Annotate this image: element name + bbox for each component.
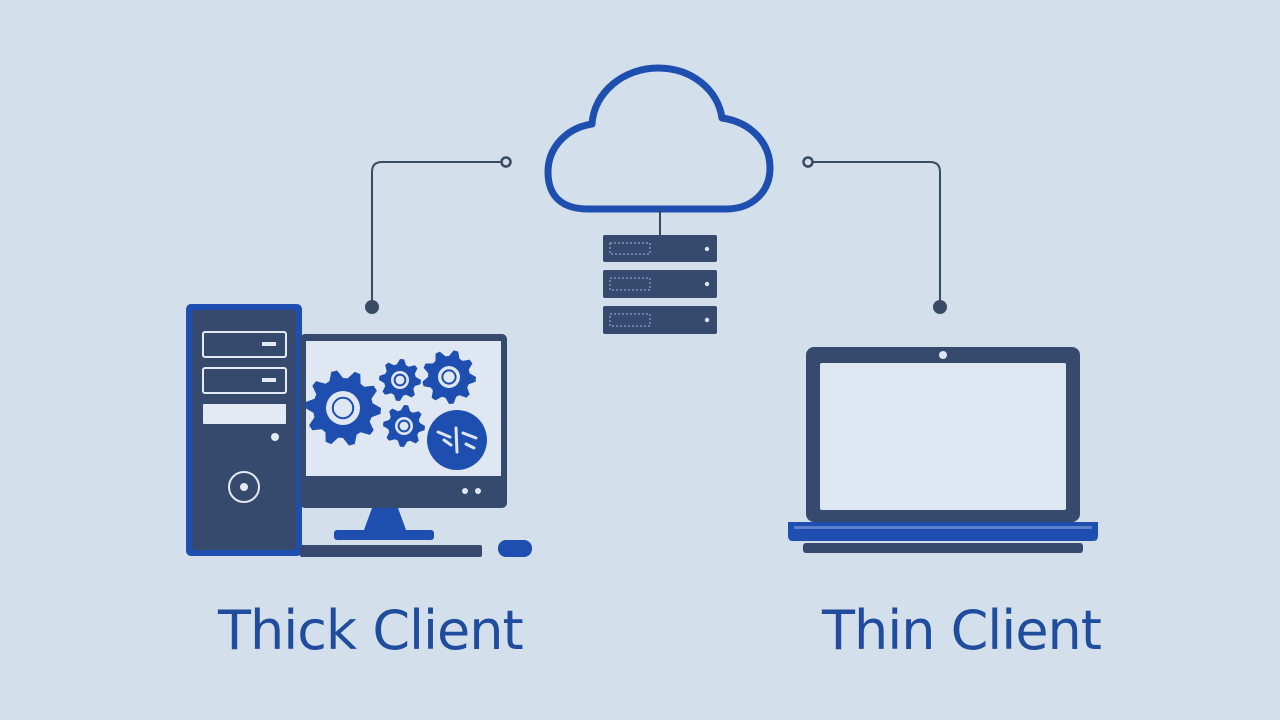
server-unit-1 [603,235,717,262]
gears-icon [305,350,487,470]
sync-badge-icon [427,410,487,470]
connector-right-start-dot [933,300,947,314]
power-button-icon [228,471,260,503]
thin-client-label: Thin Client [822,599,1102,662]
desktop-tower-icon [186,304,302,556]
cloud-icon [544,64,774,236]
laptop-camera [939,351,947,359]
connector-right-end-dot [802,156,814,168]
server-rack-icon [603,235,717,334]
mouse-icon [498,540,532,557]
gear-small-top [379,359,421,401]
gear-medium-right [422,350,476,404]
gear-large [305,370,381,446]
connector-left [371,161,506,306]
laptop-icon [788,347,1098,553]
connector-left-end-dot [500,156,512,168]
thick-client-label: Thick Client [218,599,524,662]
connector-left-start-dot [365,300,379,314]
server-unit-2 [603,270,717,298]
server-unit-3 [603,306,717,334]
connector-right [808,161,941,306]
gear-small-bottom [383,405,425,447]
